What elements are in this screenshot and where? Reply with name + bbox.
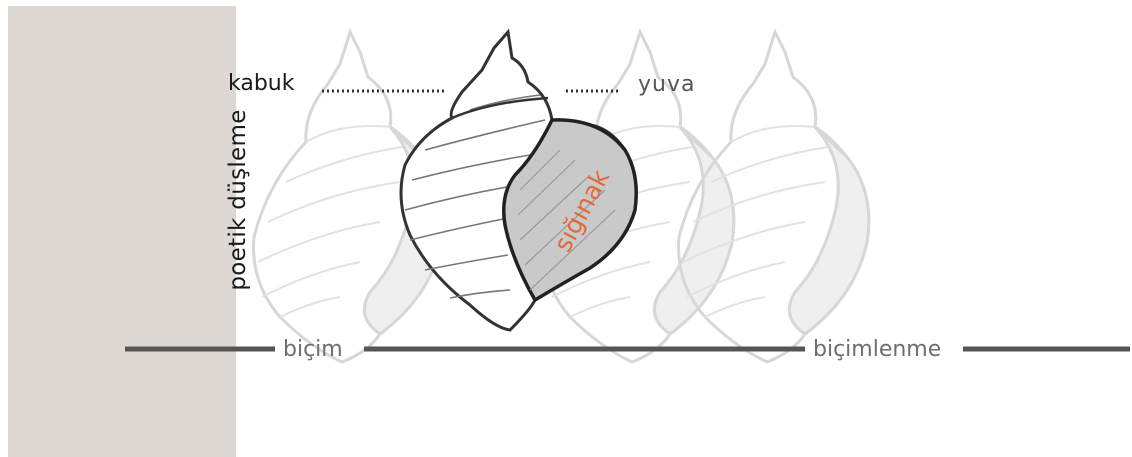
label-kabuk: kabuk bbox=[228, 71, 294, 96]
label-bicim: biçim bbox=[283, 337, 343, 362]
label-yuva: yuva bbox=[638, 72, 695, 97]
vertical-label: poetik düşleme bbox=[225, 80, 255, 320]
label-bicimlenme: biçimlenme bbox=[813, 337, 941, 362]
